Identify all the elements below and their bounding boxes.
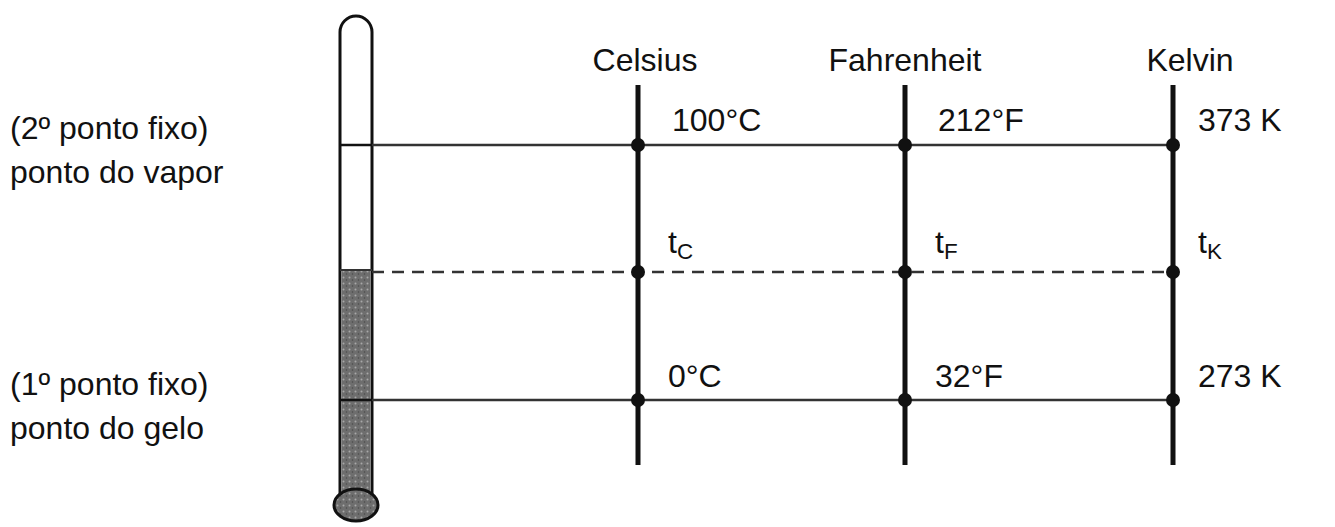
temperature-value: 0°C: [668, 358, 722, 395]
temperature-symbol: tK: [1198, 224, 1222, 264]
dot: [631, 393, 645, 407]
tube-mark: [340, 399, 372, 402]
temperature-value: 273 K: [1198, 358, 1282, 395]
dot: [631, 265, 645, 279]
symbol-base: t: [668, 224, 677, 260]
fixed-point-label: ponto do vapor: [10, 154, 224, 191]
dot: [898, 138, 912, 152]
tube: [340, 16, 372, 495]
scale-name: Celsius: [593, 42, 698, 79]
dot: [631, 138, 645, 152]
symbol-subscript: C: [677, 238, 693, 263]
dot: [1166, 138, 1180, 152]
symbol-subscript: K: [1207, 238, 1222, 263]
liquid-level: [340, 269, 372, 271]
temperature-symbol: tF: [935, 224, 958, 264]
tube-mark: [340, 144, 372, 147]
intersection-dots: [631, 138, 1180, 407]
fixed-point-label: (2º ponto fixo): [10, 110, 208, 147]
scale-name: Kelvin: [1146, 42, 1233, 79]
liquid-column: [342, 270, 370, 500]
scale-name: Fahrenheit: [829, 42, 982, 79]
ice-point-line: [372, 399, 1173, 402]
fixed-point-label: (1º ponto fixo): [10, 366, 208, 403]
symbol-base: t: [1198, 224, 1207, 260]
temperature-value: 32°F: [935, 358, 1003, 395]
reading-line: [372, 271, 1173, 274]
temperature-symbol: tC: [668, 224, 693, 264]
temperature-value: 373 K: [1198, 102, 1282, 139]
temperature-value: 212°F: [938, 102, 1024, 139]
dot: [898, 265, 912, 279]
dot: [898, 393, 912, 407]
symbol-subscript: F: [944, 238, 958, 263]
fixed-point-label: ponto do gelo: [10, 410, 204, 447]
dot: [1166, 393, 1180, 407]
symbol-base: t: [935, 224, 944, 260]
thermometer: [334, 16, 378, 521]
dot: [1166, 265, 1180, 279]
temperature-value: 100°C: [672, 102, 761, 139]
steam-point-line: [372, 144, 1173, 147]
